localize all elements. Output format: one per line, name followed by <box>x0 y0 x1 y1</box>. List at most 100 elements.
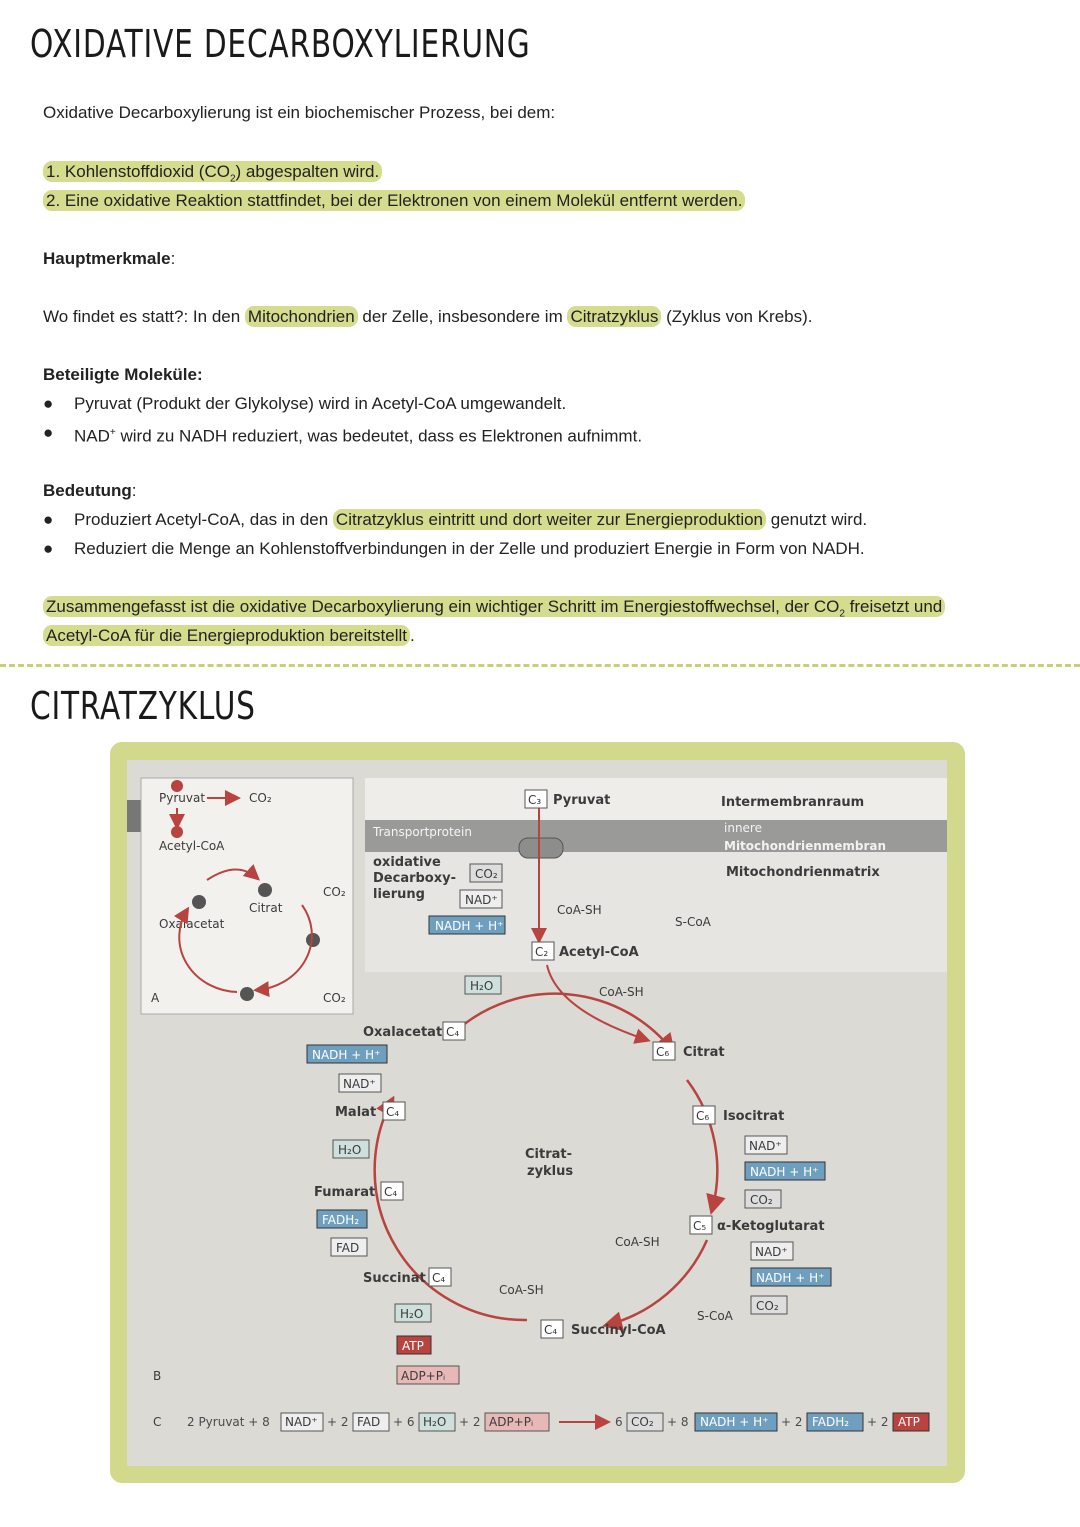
intermembrane-space <box>365 778 947 820</box>
nad-box <box>338 1073 382 1093</box>
scoa-label-2: S-CoA <box>697 1309 734 1323</box>
c2-box <box>531 941 555 961</box>
molecules-heading: Beteiligte Moleküle: <box>43 365 203 384</box>
fadh2-box <box>316 1209 368 1229</box>
atp-label: ATP <box>402 1339 424 1353</box>
citrate-highlight: Citratzyklus <box>567 306 662 327</box>
molecule-2: NAD+ wird zu NADH reduziert, was bedeute… <box>74 422 642 448</box>
inset-panel <box>140 777 354 1015</box>
pyruvat-label: Pyruvat <box>553 793 610 808</box>
inset-co2-3: CO₂ <box>323 991 346 1005</box>
c4-box <box>380 1181 404 1201</box>
molecule-2-a: NAD <box>74 426 110 446</box>
c2-label: C₂ <box>535 945 548 959</box>
inset-acetyl: Acetyl-CoA <box>159 839 225 853</box>
section-divider <box>0 664 1080 667</box>
significance-2: Reduziert die Menge an Kohlenstoffverbin… <box>74 539 865 558</box>
scoa-label-1: S-CoA <box>675 915 712 929</box>
c4-box <box>382 1101 406 1121</box>
c4-box <box>540 1319 564 1339</box>
significance-label: Bedeutung <box>43 481 132 500</box>
step-1-sub: 2 <box>229 173 236 185</box>
fadh2-label: FADH₂ <box>322 1213 359 1227</box>
h2o-box <box>332 1139 370 1159</box>
where-line: Wo findet es statt?: In den Mitochondrie… <box>43 306 813 328</box>
eq-fad-box <box>352 1412 390 1432</box>
c6-box <box>652 1041 676 1061</box>
h2o-label-1: H₂O <box>470 979 493 993</box>
bullet-dot: ● <box>43 423 54 442</box>
co2-box <box>750 1295 788 1315</box>
matrix-band <box>365 852 947 972</box>
eq-p6: + 6 <box>393 1415 415 1429</box>
eq-r8: + 8 <box>667 1415 689 1429</box>
adp-label: ADP+Pᵢ <box>401 1369 445 1383</box>
c4-label: C₄ <box>384 1185 397 1199</box>
h2o-label-2: H₂O <box>400 1307 423 1321</box>
intro-text: Oxidative Decarboxylierung ist ein bioch… <box>43 103 556 122</box>
co2-label-3: CO₂ <box>756 1299 779 1313</box>
succinylcoa-label: Succinyl-CoA <box>571 1323 666 1338</box>
nadh-box <box>306 1044 388 1064</box>
inset-citrat: Citrat <box>249 901 283 915</box>
c3-box <box>524 789 548 809</box>
malat-label: Malat <box>335 1105 376 1120</box>
ketoglutarat-label: α-Ketoglutarat <box>717 1219 825 1234</box>
cycle-arc-right <box>686 1079 726 1215</box>
eq-h2o-box <box>418 1412 456 1432</box>
molecule-1: Pyruvat (Produkt der Glykolyse) wird in … <box>74 394 567 413</box>
intermembrane-label: Intermembranraum <box>721 795 864 810</box>
eq-adp-box <box>484 1412 550 1432</box>
c4-box <box>428 1267 452 1287</box>
cycle-arc-top <box>456 992 676 1054</box>
eq-fad: FAD <box>357 1415 380 1429</box>
eq-atp-box <box>892 1412 930 1432</box>
coash-label-3: CoA-SH <box>615 1235 660 1249</box>
diagram-svg: Intermembranraum innere Mitochondrienmem… <box>127 777 947 1432</box>
inset-pyruvat: Pyruvat <box>159 791 205 805</box>
c4-label: C₄ <box>386 1105 399 1119</box>
nadh-label-4: NADH + H⁺ <box>312 1048 381 1062</box>
page-title: OXIDATIVE DECARBOXYLIERUNG <box>30 22 531 66</box>
eq-fadh2: FADH₂ <box>812 1415 849 1429</box>
nad-label-4: NAD⁺ <box>343 1077 376 1091</box>
inset-co2-2: CO₂ <box>323 885 346 899</box>
where-suffix: (Zyklus von Krebs). <box>661 307 813 326</box>
inset-oxalacetat-molecule <box>192 895 206 909</box>
summary-2-text: Acetyl-CoA für die Energieproduktion ber… <box>43 625 410 646</box>
eq-nad: NAD⁺ <box>285 1415 318 1429</box>
h2o-box <box>464 975 502 995</box>
h2o-label-3: H₂O <box>338 1143 361 1157</box>
c5-box <box>689 1215 713 1235</box>
co2-label-2: CO₂ <box>750 1193 773 1207</box>
atp-box <box>396 1335 432 1355</box>
nad-box <box>459 889 503 909</box>
sig-1-highlight: Citratzyklus eintritt und dort weiter zu… <box>332 509 767 530</box>
molecule-2-sup: + <box>109 427 116 438</box>
nadh-box <box>750 1267 832 1287</box>
inner-membrane <box>365 820 947 852</box>
isocitrat-label: Isocitrat <box>723 1109 784 1124</box>
coash-label-1: CoA-SH <box>557 903 602 917</box>
sig-1-a: Produziert Acetyl-CoA, das in den <box>74 510 333 529</box>
c4-label: C₄ <box>446 1025 459 1039</box>
eq-nadh: NADH + H⁺ <box>700 1415 769 1429</box>
c6-label: C₆ <box>656 1045 669 1059</box>
label-c: C <box>153 1415 161 1429</box>
acetyl-label: Acetyl-CoA <box>559 945 639 960</box>
eq-r2: + 2 <box>781 1415 803 1429</box>
eq-co2: CO₂ <box>631 1415 654 1429</box>
nad-label-2: NAD⁺ <box>749 1139 782 1153</box>
inset-molecule <box>240 987 254 1001</box>
where-prefix: Wo findet es statt?: In den <box>43 307 245 326</box>
adp-box <box>396 1365 460 1385</box>
step-2: 2. Eine oxidative Reaktion stattfindet, … <box>43 190 746 212</box>
significance-1: Produziert Acetyl-CoA, das in den Citrat… <box>74 509 867 531</box>
inset-co2-1: CO₂ <box>249 791 272 805</box>
inset-molecule <box>306 933 320 947</box>
eq-r6: 6 <box>615 1415 623 1429</box>
eq-h2o: H₂O <box>423 1415 446 1429</box>
oxalacetat-label: Oxalacetat <box>363 1025 442 1040</box>
bullet-dot: ● <box>43 510 54 529</box>
mitochondria-highlight: Mitochondrien <box>244 306 358 327</box>
